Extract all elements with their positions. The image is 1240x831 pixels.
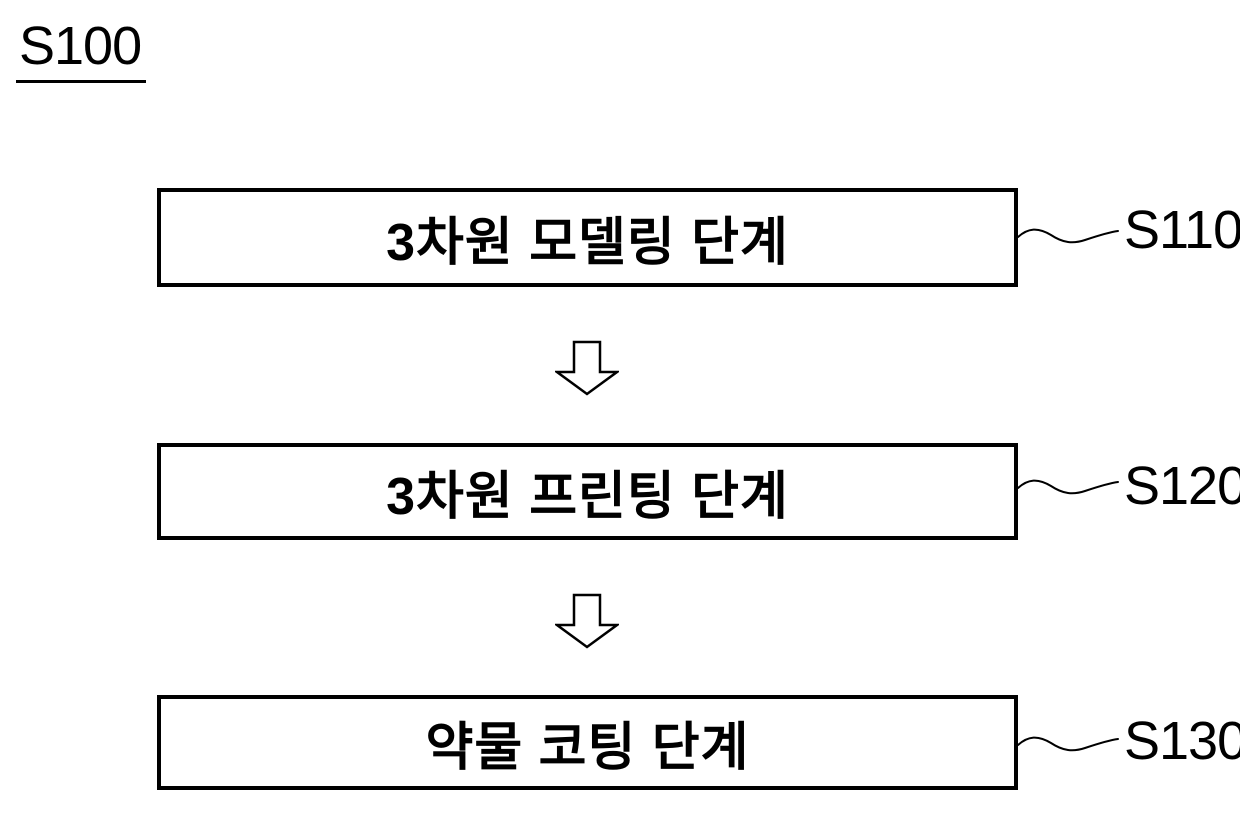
figure-number-label: S100 xyxy=(16,18,147,83)
step-title-2: 3차원 프린팅 단계 xyxy=(386,468,789,526)
squiggle-connector-icon xyxy=(1017,228,1119,244)
step-title-3: 약물 코팅 단계 xyxy=(425,719,750,777)
squiggle-connector-icon xyxy=(1017,736,1119,752)
step-title-1: 3차원 모델링 단계 xyxy=(386,214,789,272)
step-ref-label-2: S120 xyxy=(1124,456,1240,516)
step-box-1: 3차원 모델링 단계 xyxy=(157,188,1018,287)
down-arrow-icon xyxy=(555,340,619,396)
down-arrow-icon xyxy=(555,593,619,649)
step-box-2: 3차원 프린팅 단계 xyxy=(157,443,1018,540)
step-box-3: 약물 코팅 단계 xyxy=(157,695,1018,790)
step-ref-label-3: S130 xyxy=(1124,711,1240,771)
squiggle-connector-icon xyxy=(1017,479,1119,495)
step-ref-label-1: S110 xyxy=(1124,200,1240,260)
